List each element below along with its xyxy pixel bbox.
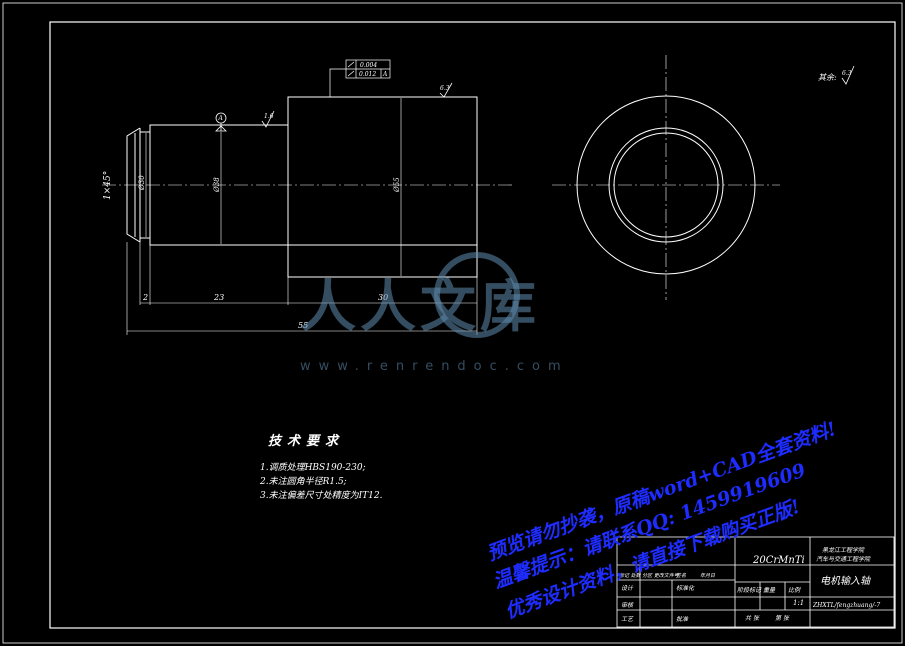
title-material: 20CrMnTi — [752, 555, 805, 566]
dim-flange-label: Ø55 — [393, 177, 401, 193]
roughness-symbol-2 — [439, 82, 453, 98]
title-sheet-label: 第 张 — [775, 614, 790, 622]
title-scale: 1:1 — [793, 599, 804, 607]
inner-frame — [49, 21, 896, 629]
length-dimensions — [126, 242, 478, 335]
watermark-logo: 人人文库 — [300, 274, 540, 340]
title-sheets-label: 共 张 — [745, 615, 760, 622]
tolerance-datum: A — [382, 71, 388, 78]
title-design-label: 设计 — [621, 584, 634, 592]
tolerance-second: 0.012 — [359, 71, 376, 78]
roughness-symbol-1 — [261, 110, 275, 128]
shaft-side-view — [126, 96, 478, 278]
roughness-rest-value: 6.3 — [842, 70, 852, 77]
roughness-1-label: 1.6 — [264, 113, 274, 120]
title-check-label: 审核 — [621, 601, 634, 609]
title-school: 黑龙江工程学院 — [822, 546, 865, 554]
roughness-2-label: 6.3 — [440, 85, 450, 92]
roughness-rest-label: 其余: — [818, 73, 837, 82]
dim-left-end-label: Ø30 — [138, 175, 146, 191]
tech-requirements-list: 1.调质处理HBS190-230; 2.未注圆角半径R1.5; 3.未注偏差尺寸… — [260, 461, 382, 503]
diameter-dimensions — [145, 98, 402, 276]
datum-marker-label: A — [218, 115, 224, 122]
watermark-url: www.renrendoc.com — [300, 359, 569, 374]
title-block — [616, 536, 895, 628]
tolerance-frame — [329, 59, 391, 97]
title-drawing-no: ZHXTL/fengzhuang/-7 — [812, 602, 880, 609]
title-standard-label: 标准化 — [676, 584, 695, 592]
title-date-label: 年月日 — [700, 572, 716, 579]
title-ratio-label: 比例 — [788, 586, 801, 594]
datum-symbol — [215, 112, 227, 132]
tolerance-runout: 0.004 — [360, 62, 377, 69]
end-view-centerlines — [552, 55, 780, 300]
title-process-label: 工艺 — [621, 615, 634, 623]
tech-requirement-item: 1.调质处理HBS190-230; — [260, 463, 366, 473]
dim-body-label: Ø38 — [213, 177, 221, 193]
tech-requirement-item: 2.未注圆角半径R1.5; — [260, 477, 347, 487]
roughness-rest-symbol — [841, 65, 855, 85]
dim-seg1-label: 2 — [142, 293, 148, 302]
dim-total-label: 55 — [298, 321, 308, 330]
title-revision-label: 标记 处数 分区 更改文件号 — [619, 572, 680, 579]
dim-seg3-label: 30 — [378, 293, 388, 302]
tech-requirements-title: 技术要求 — [268, 434, 345, 449]
title-weight-label: 重量 — [763, 587, 776, 594]
chamfer-label: 1×45° — [103, 171, 113, 200]
title-part-name: 电机输入轴 — [820, 575, 871, 587]
title-school-sub: 汽车与交通工程学院 — [816, 555, 871, 563]
dim-seg2-label: 23 — [213, 293, 224, 302]
title-approve-label: 批准 — [676, 615, 689, 623]
watermark-ring — [434, 252, 520, 338]
tech-requirement-item: 3.未注偏差尺寸处精度为IT12. — [260, 491, 383, 501]
title-signature-label: 签名 — [676, 572, 687, 579]
title-stage-label: 阶段标记 — [737, 586, 762, 594]
